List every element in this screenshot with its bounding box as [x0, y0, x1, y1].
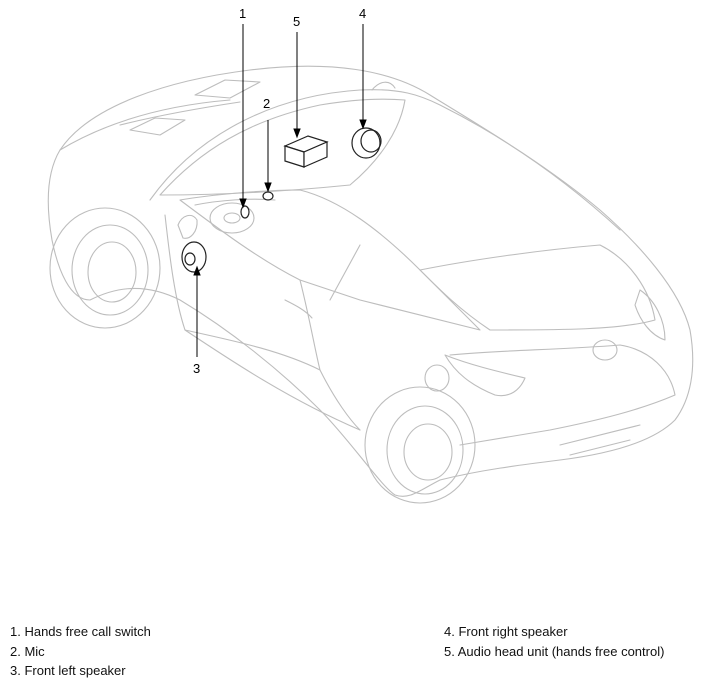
leader-arrow-2: [264, 182, 272, 193]
tail-light-right: [634, 289, 666, 341]
tail-light-left: [444, 354, 526, 397]
hands-free-switch-component: [240, 205, 250, 219]
leader-arrow-4: [359, 119, 367, 130]
front-right-speaker-component: [351, 127, 381, 159]
antenna: [371, 81, 396, 91]
legend-item-3: 3. Front left speaker: [10, 663, 126, 678]
rear-wheel: [386, 405, 464, 495]
side-mirror: [177, 214, 198, 239]
front-wheel-hub: [87, 241, 137, 303]
callout-number-2: 2: [263, 96, 270, 111]
car-component-diagram: 1 2 3 4 5: [47, 6, 694, 504]
car-outline: [47, 65, 694, 504]
legend-item-1: 1. Hands free call switch: [10, 624, 151, 639]
sunroof-vent: [194, 79, 261, 99]
callout-number-3: 3: [193, 361, 200, 376]
steering-wheel: [209, 202, 255, 234]
legend-item-5: 5. Audio head unit (hands free control): [444, 643, 665, 659]
legend-item-2: 2. Mic: [10, 643, 45, 659]
fuel-cap: [424, 364, 450, 392]
front-left-speaker-cone: [184, 252, 196, 266]
hood: [59, 99, 241, 151]
rear-wheel-hub: [403, 423, 453, 481]
rear-hatch: [419, 244, 656, 331]
callout-number-5: 5: [293, 14, 300, 29]
callout-number-1: 1: [239, 6, 246, 21]
front-wheel-arch: [49, 207, 161, 329]
rear-bumper: [449, 344, 676, 446]
callout-lines: [193, 24, 367, 357]
components: [181, 127, 382, 273]
audio-head-unit-component: [283, 135, 329, 168]
legend-left-column: 1. Hands free call switch 2. Mic 3. Fron…: [10, 622, 151, 681]
rear-emblem: [592, 339, 618, 361]
car-silhouette: [47, 65, 694, 497]
leader-arrow-3: [193, 265, 201, 276]
front-wheel: [71, 224, 149, 316]
rear-wheel-arch: [364, 386, 476, 504]
door-handle: [284, 299, 313, 319]
side-window: [179, 189, 481, 331]
leader-arrow-5: [293, 128, 301, 139]
rear-diffuser: [559, 424, 641, 456]
mic-component: [262, 191, 274, 201]
hood-vent: [129, 117, 186, 136]
front-right-speaker-rim: [360, 129, 382, 153]
legend-item-4: 4. Front right speaker: [444, 624, 568, 639]
steering-hub: [223, 212, 241, 224]
callout-number-4: 4: [359, 6, 366, 21]
legend-right-column: 4. Front right speaker 5. Audio head uni…: [444, 622, 664, 661]
rocker-panel: [184, 329, 361, 431]
callout-numbers: 1 2 3 4 5: [193, 6, 366, 376]
dashboard: [194, 198, 276, 206]
leader-arrow-1: [239, 198, 247, 209]
door-outline: [164, 214, 361, 431]
b-pillar: [329, 244, 361, 301]
roof-line: [149, 89, 621, 231]
